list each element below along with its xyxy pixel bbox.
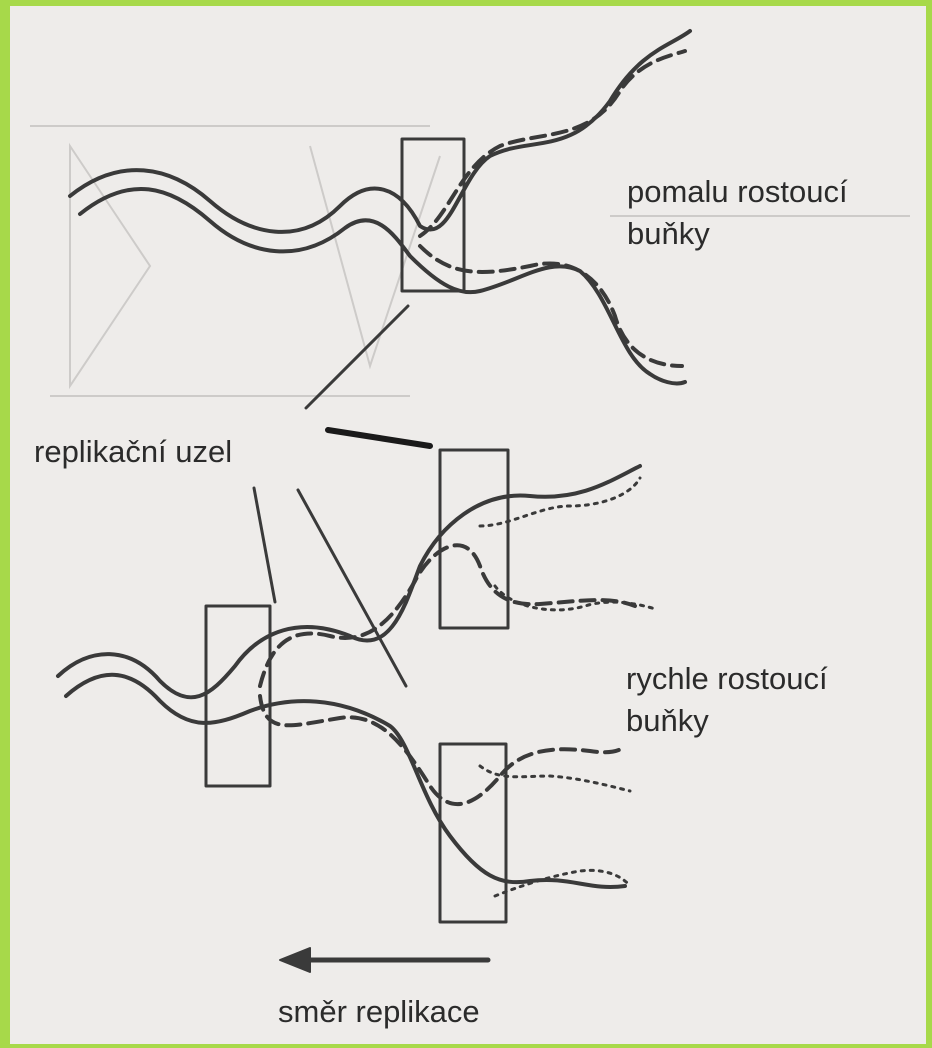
label-slow-cells-line1: pomalu rostoucí — [627, 174, 848, 210]
label-slow-cells-line2: buňky — [627, 216, 710, 252]
label-fast-cells-line2: buňky — [626, 703, 709, 739]
pointer-line-right — [298, 490, 406, 686]
replication-node-box-upper-right — [440, 450, 508, 628]
dna-strand-top — [70, 31, 690, 383]
label-fast-cells-line1: rychle rostoucí — [626, 661, 828, 697]
direction-arrow — [280, 948, 488, 972]
diagram-frame: pomalu rostoucí buňky replikační uzel ry… — [10, 6, 926, 1044]
replication-node-box-top — [402, 139, 464, 291]
daughter-strands-bottom-dashed — [260, 545, 635, 804]
pointer-line-top — [306, 306, 408, 408]
pointer-line-bold — [328, 430, 430, 446]
pointer-line-left — [254, 488, 275, 602]
dna-strand-bottom — [58, 466, 640, 887]
label-replication-node: replikační uzel — [34, 434, 232, 470]
label-replication-direction: směr replikace — [278, 994, 480, 1030]
replication-diagram — [10, 6, 926, 1044]
